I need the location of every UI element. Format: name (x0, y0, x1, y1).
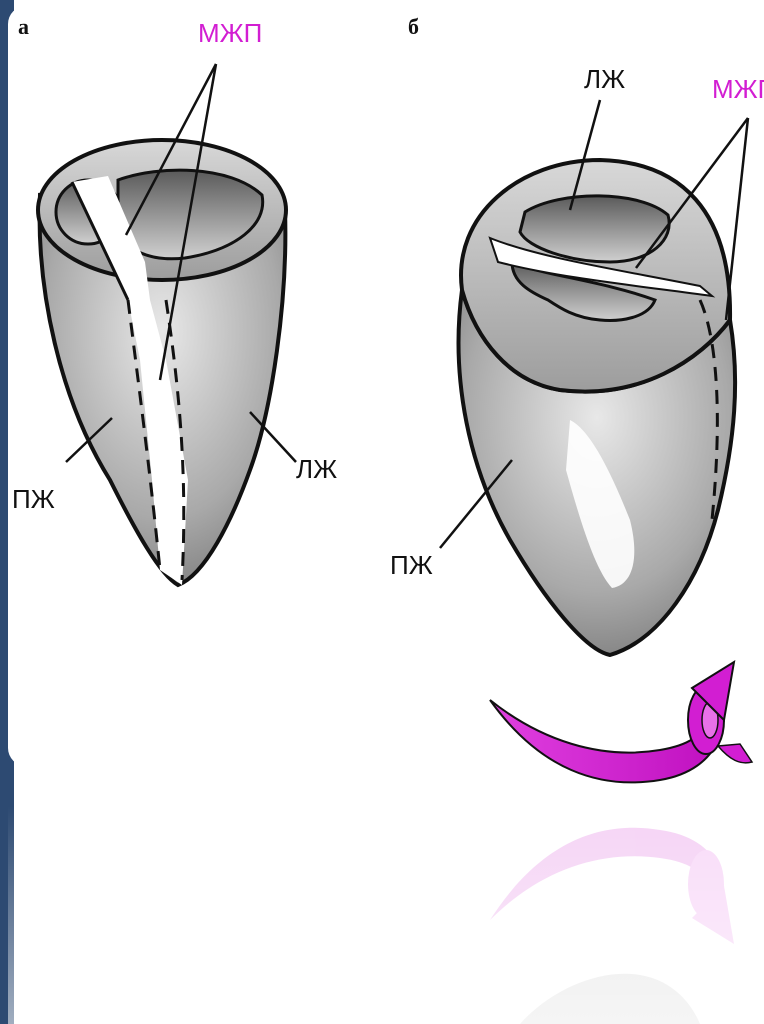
panel-b-septum-pointer-2 (726, 118, 748, 320)
curved-rotation-arrow-icon (490, 662, 752, 782)
panel-b: б ЛЖ МЖП ПЖ (390, 14, 764, 782)
panel-a-rv-label: ПЖ (12, 484, 55, 514)
panel-a-letter: а (18, 14, 29, 39)
panel-a-septum-label: МЖП (198, 18, 262, 48)
panel-a-lv-label: ЛЖ (296, 454, 337, 484)
panel-b-letter: б (408, 14, 419, 39)
panel-a: а МЖП ПЖ ЛЖ (12, 14, 337, 585)
reflection-fade (8, 806, 764, 1024)
panel-b-rv-label: ПЖ (390, 550, 433, 580)
panel-b-lv-label: ЛЖ (584, 64, 625, 94)
panel-b-septum-label: МЖП (712, 74, 764, 104)
